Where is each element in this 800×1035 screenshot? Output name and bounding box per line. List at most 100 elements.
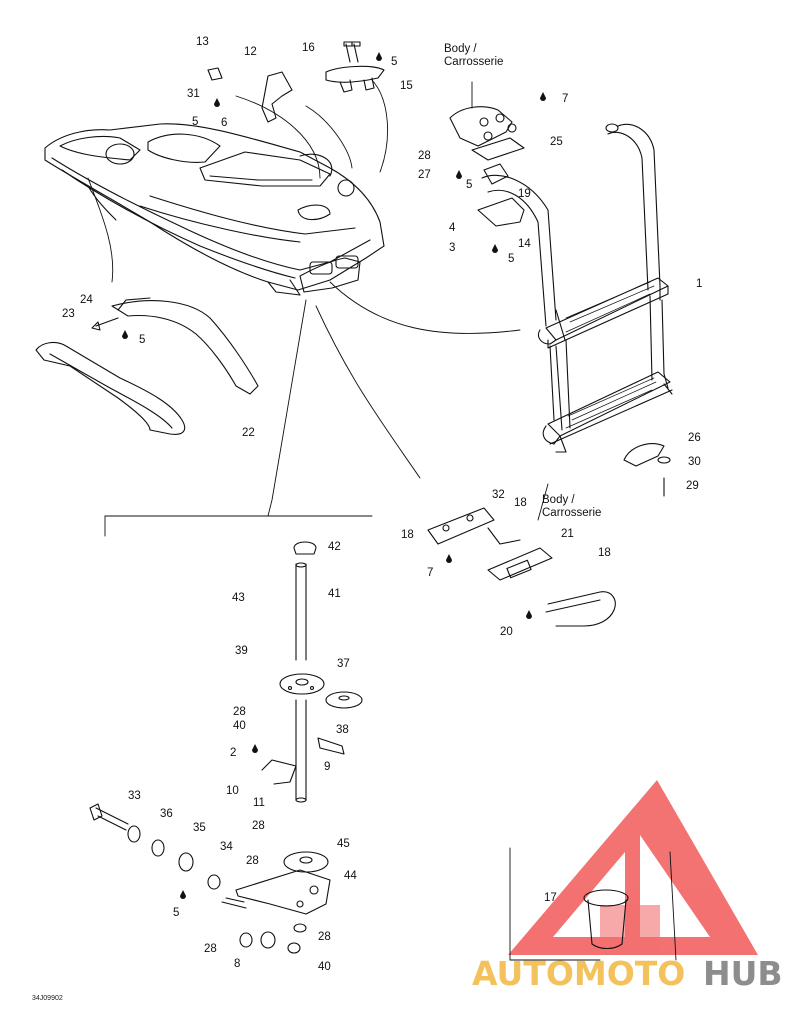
callout-label: 5 bbox=[139, 334, 145, 346]
callout-label: 40 bbox=[318, 961, 331, 973]
flange-38 bbox=[325, 691, 363, 709]
callout-label: 38 bbox=[336, 724, 349, 736]
callout-label: 11 bbox=[253, 797, 265, 809]
callout-label: 16 bbox=[302, 42, 315, 54]
callout-label: 45 bbox=[337, 838, 350, 850]
callout-label: 14 bbox=[518, 238, 531, 250]
callout-label: 5 bbox=[508, 253, 514, 265]
callout-label: 44 bbox=[344, 870, 357, 882]
nut-8 bbox=[260, 931, 276, 949]
callout-label: 41 bbox=[328, 588, 341, 600]
callout-label: 23 bbox=[62, 308, 75, 320]
hardware-nuts bbox=[122, 52, 546, 899]
callout-label: 31 bbox=[187, 88, 200, 100]
callout-label: 25 bbox=[550, 136, 563, 148]
bracket-21 bbox=[487, 527, 553, 581]
drawing-code: 34J09902 bbox=[32, 995, 63, 1002]
callout-label: 6 bbox=[221, 117, 227, 129]
nut-40 bbox=[287, 942, 301, 954]
callout-label: 35 bbox=[193, 822, 206, 834]
ladder-foot-26 bbox=[623, 443, 665, 467]
callout-label: 43 bbox=[232, 592, 245, 604]
callout-label: 28 bbox=[418, 150, 431, 162]
callout-label: 15 bbox=[400, 80, 413, 92]
callout-label: 28 bbox=[318, 931, 331, 943]
watercraft-body bbox=[44, 123, 385, 296]
callout-label: 7 bbox=[562, 93, 568, 105]
callout-label: 4 bbox=[449, 222, 456, 234]
body-label-line: Carrosserie bbox=[444, 56, 503, 68]
callout-label: 10 bbox=[226, 785, 239, 797]
callout-label: 19 bbox=[518, 188, 531, 200]
callout-label: 7 bbox=[427, 567, 433, 579]
u-bolt-20 bbox=[545, 591, 616, 627]
callout-label: 18 bbox=[598, 547, 611, 559]
grab-handle-22 bbox=[35, 341, 186, 435]
washer-28b bbox=[239, 932, 253, 948]
callout-label: 18 bbox=[401, 529, 414, 541]
watermark-brand-auto: AUTOMOTO bbox=[472, 954, 685, 993]
callout-label: 5 bbox=[173, 907, 179, 919]
callout-label: 13 bbox=[196, 36, 209, 48]
body-label-top: Body / Carrosserie bbox=[444, 43, 503, 68]
callout-label: 34 bbox=[220, 841, 233, 853]
callout-label: 42 bbox=[328, 541, 341, 553]
callout-label: 28 bbox=[204, 943, 217, 955]
callout-label: 5 bbox=[192, 116, 198, 128]
callout-label: 2 bbox=[230, 747, 236, 759]
cleat-15 bbox=[325, 65, 385, 93]
washer-30 bbox=[657, 456, 671, 464]
body-label-mid: Body / Carrosserie bbox=[542, 494, 601, 519]
callout-label: 21 bbox=[561, 528, 574, 540]
clip-12 bbox=[261, 71, 293, 123]
callout-labels: 13 12 16 5 15 31 5 6 7 25 28 27 5 19 4 1… bbox=[62, 36, 702, 973]
callout-label: 22 bbox=[242, 427, 255, 439]
washer-35 bbox=[151, 839, 165, 857]
flange-45 bbox=[283, 851, 329, 873]
callout-label: 5 bbox=[391, 56, 397, 68]
callout-label: 33 bbox=[128, 790, 141, 802]
callout-label: 5 bbox=[466, 179, 472, 191]
screw-23 bbox=[91, 317, 119, 331]
callout-label: 20 bbox=[500, 626, 513, 638]
callout-label: 9 bbox=[324, 761, 330, 773]
callout-label: 27 bbox=[418, 169, 431, 181]
cup-holder-17 bbox=[583, 889, 629, 950]
callout-label: 3 bbox=[449, 242, 455, 254]
nut-34 bbox=[178, 852, 194, 872]
callout-label: 29 bbox=[686, 480, 699, 492]
steering-shaft-41 bbox=[293, 541, 317, 803]
mount-bracket-25 bbox=[449, 106, 525, 161]
watermark-text: AUTOMOTO HUB bbox=[472, 954, 783, 993]
clamp-19 bbox=[477, 163, 525, 227]
callout-label: 24 bbox=[80, 294, 93, 306]
callout-label: 17 bbox=[544, 892, 557, 904]
body-label-line: Body / bbox=[542, 494, 575, 506]
washer-28 bbox=[207, 874, 221, 890]
callout-label: 28 bbox=[233, 706, 246, 718]
callout-label: 28 bbox=[252, 820, 265, 832]
watermark-brand-hub: HUB bbox=[703, 954, 783, 993]
lever-plate-44 bbox=[221, 869, 331, 915]
callout-label: 36 bbox=[160, 808, 173, 820]
washer-28c bbox=[293, 923, 307, 933]
watermark-logo bbox=[508, 780, 758, 955]
callout-label: 12 bbox=[244, 46, 257, 58]
callout-arrows bbox=[87, 79, 549, 521]
callout-label: 1 bbox=[696, 278, 702, 290]
callout-label: 32 bbox=[492, 489, 505, 501]
plate-32 bbox=[427, 507, 495, 545]
callout-label: 26 bbox=[688, 432, 701, 444]
boarding-ladder-1 bbox=[481, 123, 673, 453]
callout-label: 28 bbox=[246, 855, 259, 867]
callout-label: 8 bbox=[234, 958, 240, 970]
assembly-frame-lines bbox=[104, 299, 677, 961]
link-9 bbox=[317, 737, 345, 755]
callout-label: 37 bbox=[337, 658, 350, 670]
body-label-line: Body / bbox=[444, 43, 477, 55]
handle-bracket-24 bbox=[111, 297, 259, 395]
callout-label: 30 bbox=[688, 456, 701, 468]
callout-label: 39 bbox=[235, 645, 248, 657]
flange-37 bbox=[279, 673, 325, 695]
